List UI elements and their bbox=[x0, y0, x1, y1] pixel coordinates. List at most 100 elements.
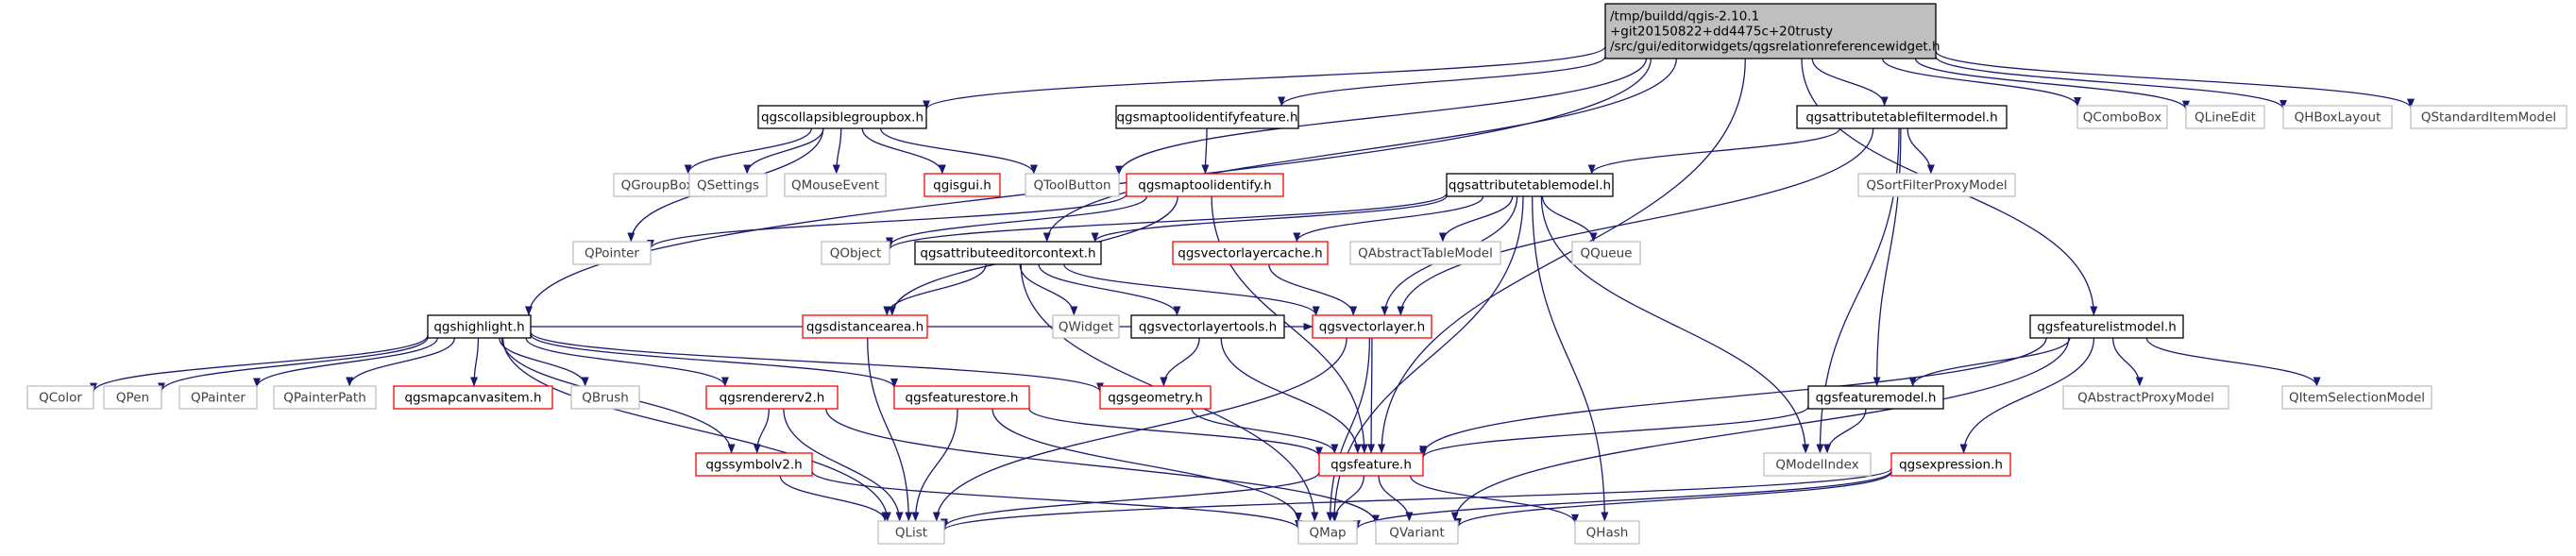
node-attrtablemodel[interactable]: qgsattributetablemodel.h bbox=[1446, 173, 1614, 197]
edge-highlight-to-painter bbox=[253, 337, 438, 388]
node-collapsible[interactable]: qgscollapsiblegroupbox.h bbox=[757, 105, 927, 129]
edge-featurelistmodel-to-feature bbox=[1419, 337, 2047, 456]
edge-filtermodel-to-vectorlayer bbox=[1397, 127, 1874, 316]
edge-root-to-hboxlayout bbox=[1935, 56, 2287, 110]
node-box-filtermodel bbox=[1796, 105, 2008, 129]
node-label-pointer: QPointer bbox=[585, 246, 639, 261]
node-list: QList bbox=[877, 520, 945, 545]
edge-collapsible-to-mouseevent bbox=[832, 127, 842, 175]
node-featurelistmodel[interactable]: qgsfeaturelistmodel.h bbox=[2029, 314, 2184, 339]
edge-highlight-to-canvasitem bbox=[470, 337, 480, 387]
node-filtermodel[interactable]: qgsattributetablefiltermodel.h bbox=[1796, 105, 2008, 129]
edge-root-to-identifyfeature bbox=[1278, 56, 1606, 107]
node-root[interactable]: /tmp/buildd/qgis-2.10.1+git20150822+dd44… bbox=[1604, 3, 1940, 59]
node-standarditemmodel: QStandardItemModel bbox=[2410, 105, 2568, 129]
edge-root-to-filtermodel bbox=[1811, 58, 1889, 107]
node-label-attrtablemodel: qgsattributetablemodel.h bbox=[1449, 178, 1611, 194]
node-box-pointer bbox=[572, 241, 652, 265]
edge-feature-to-map bbox=[1330, 475, 1364, 522]
node-abstractproxy: QAbstractProxyModel bbox=[2062, 385, 2229, 410]
edge-attrtablemodel-to-vlcache bbox=[1293, 195, 1484, 243]
node-box-root bbox=[1604, 3, 1937, 59]
node-box-lineedit bbox=[2185, 105, 2265, 129]
node-featuremodel[interactable]: qgsfeaturemodel.h bbox=[1807, 385, 1944, 410]
node-vlcache[interactable]: qgsvectorlayercache.h bbox=[1172, 241, 1329, 265]
node-box-attrtablemodel bbox=[1446, 173, 1614, 197]
node-expression[interactable]: qgsexpression.h bbox=[1890, 452, 2011, 477]
node-label-featurestore: qgsfeaturestore.h bbox=[906, 391, 1019, 406]
node-modelindex: QModelIndex bbox=[1763, 452, 1872, 477]
node-label-editorcontext: qgsattributeeditorcontext.h bbox=[920, 246, 1095, 261]
edge-collapsible-to-groupbox bbox=[684, 127, 812, 175]
node-label-vlcache: qgsvectorlayercache.h bbox=[1178, 246, 1322, 261]
edge-vlcache-to-vectorlayer bbox=[1268, 263, 1358, 316]
node-box-variant bbox=[1375, 520, 1459, 545]
node-box-hash bbox=[1574, 520, 1640, 545]
edge-filtermodel-to-sortfilter bbox=[1907, 127, 1935, 175]
edge-attrtablemodel-to-hash bbox=[1532, 195, 1609, 522]
edge-expression-to-map bbox=[1353, 470, 1892, 531]
node-box-qgisgui bbox=[924, 173, 1001, 197]
edge-vltools-to-feature bbox=[1220, 337, 1362, 454]
node-box-object bbox=[821, 241, 890, 265]
node-box-pen bbox=[103, 385, 162, 410]
edge-featuremodel-to-feature bbox=[1419, 406, 1809, 459]
node-label-abstractproxy: QAbstractProxyModel bbox=[2077, 391, 2214, 406]
node-label-painter: QPainter bbox=[191, 391, 246, 406]
node-rendererv2[interactable]: qgsrendererv2.h bbox=[705, 385, 839, 410]
node-vectorlayer[interactable]: qgsvectorlayer.h bbox=[1312, 314, 1432, 339]
node-canvasitem[interactable]: qgsmapcanvasitem.h bbox=[393, 385, 553, 410]
node-box-widget bbox=[1052, 314, 1120, 339]
edge-editorcontext-to-vectorlayer bbox=[1063, 263, 1320, 316]
node-label-feature: qgsfeature.h bbox=[1330, 458, 1412, 473]
edge-vltools-to-geometry bbox=[1160, 337, 1200, 387]
edge-highlight-to-pen bbox=[158, 336, 429, 393]
edge-root-to-collapsible bbox=[923, 45, 1606, 110]
node-box-featuremodel bbox=[1807, 385, 1944, 410]
node-box-distancearea bbox=[802, 314, 928, 339]
node-distancearea[interactable]: qgsdistancearea.h bbox=[802, 314, 928, 339]
node-variant: QVariant bbox=[1375, 520, 1459, 545]
edge-root-to-toolbutton bbox=[1115, 58, 1648, 176]
node-highlight[interactable]: qgshighlight.h bbox=[427, 314, 532, 339]
node-featurestore[interactable]: qgsfeaturestore.h bbox=[893, 385, 1030, 410]
node-maptoolidentify[interactable]: qgsmaptoolidentify.h bbox=[1126, 173, 1284, 197]
node-editorcontext[interactable]: qgsattributeeditorcontext.h bbox=[914, 241, 1102, 265]
node-vltools[interactable]: qgsvectorlayertools.h bbox=[1130, 314, 1285, 339]
edge-editorcontext-to-widget bbox=[1019, 263, 1078, 316]
node-label-toolbutton: QToolButton bbox=[1033, 178, 1110, 194]
node-pointer: QPointer bbox=[572, 241, 652, 265]
node-label-abstracttablemodel: QAbstractTableModel bbox=[1358, 246, 1493, 261]
node-painter: QPainter bbox=[178, 385, 258, 410]
edge-root-to-editorcontext bbox=[1042, 58, 1677, 243]
edge-highlight-to-geometry bbox=[530, 331, 1104, 393]
node-mouseevent: QMouseEvent bbox=[784, 173, 887, 197]
edge-identifyfeature-to-maptoolidentify bbox=[1201, 127, 1210, 175]
edge-featurelistmodel-to-variant bbox=[1450, 337, 2070, 522]
node-label-variant: QVariant bbox=[1389, 526, 1445, 541]
node-box-editorcontext bbox=[914, 241, 1102, 265]
node-label-root-line1: /tmp/buildd/qgis-2.10.1 bbox=[1610, 9, 1759, 25]
edge-featuremodel-to-modelindex bbox=[1822, 408, 1867, 454]
node-label-widget: QWidget bbox=[1059, 320, 1113, 335]
node-box-geometry bbox=[1099, 385, 1212, 410]
node-label-mouseevent: QMouseEvent bbox=[791, 178, 879, 194]
node-label-featuremodel: qgsfeaturemodel.h bbox=[1816, 391, 1937, 406]
node-box-featurelistmodel bbox=[2029, 314, 2184, 339]
node-label-queue: QQueue bbox=[1581, 246, 1633, 261]
edge-collapsible-to-toolbutton bbox=[879, 127, 1038, 175]
node-box-sortfilter bbox=[1857, 173, 2016, 197]
edge-filtermodel-to-attrtablemodel bbox=[1587, 127, 1840, 175]
node-identifyfeature[interactable]: qgsmaptoolidentifyfeature.h bbox=[1115, 105, 1299, 129]
edge-maptoolidentify-to-pointer bbox=[647, 194, 1127, 249]
node-geometry[interactable]: qgsgeometry.h bbox=[1099, 385, 1212, 410]
node-qgisgui[interactable]: qgisgui.h bbox=[924, 173, 1001, 197]
edge-filtermodel-to-featuremodel bbox=[1873, 127, 1902, 387]
node-symbolv2[interactable]: qgssymbolv2.h bbox=[695, 452, 813, 477]
edge-featurestore-to-list bbox=[911, 408, 958, 522]
node-box-queue bbox=[1571, 241, 1641, 265]
node-label-list: QList bbox=[895, 526, 927, 541]
edge-rendererv2-to-list bbox=[783, 408, 904, 522]
node-label-map: QMap bbox=[1309, 526, 1346, 541]
node-feature[interactable]: qgsfeature.h bbox=[1318, 452, 1424, 477]
